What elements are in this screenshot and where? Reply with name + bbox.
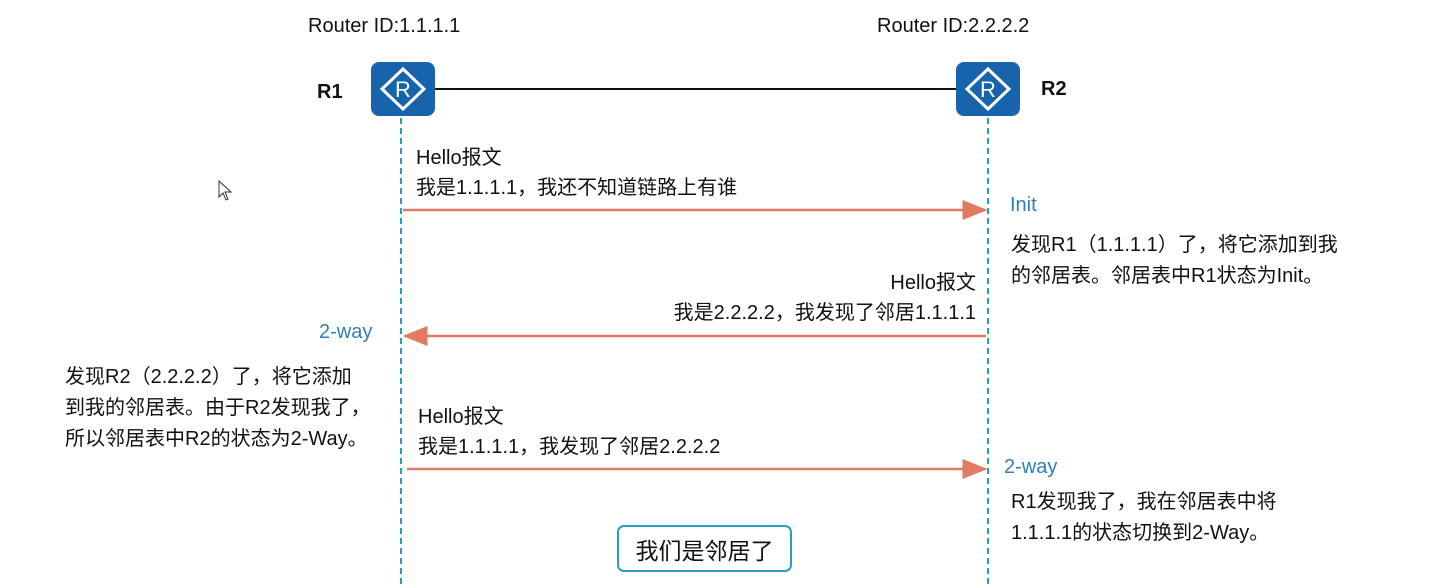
neighbor-conclusion-text: 我们是邻居了 (635, 537, 774, 564)
r1-router-icon: R (371, 62, 435, 116)
neighbor-conclusion-box: 我们是邻居了 (617, 525, 792, 572)
r2-init-note-line-1: 发现R1（1.1.1.1）了，将它添加到我 (1011, 234, 1338, 256)
r1-2way-note-line-2: 到我的邻居表。由于R2发现我了， (65, 397, 371, 419)
r2-2way-note-line-2: 1.1.1.1的状态切换到2-Way。 (1011, 522, 1270, 544)
hello-message-3-title: Hello报文 (418, 406, 504, 428)
r1-2way-note-line-3: 所以邻居表中R2的状态为2-Way。 (65, 428, 368, 450)
hello-message-2-title: Hello报文 (890, 272, 976, 294)
hello-message-3-body: 我是1.1.1.1，我发现了邻居2.2.2.2 (418, 436, 721, 458)
r1-label: R1 (317, 81, 343, 103)
r1-router-id: Router ID:1.1.1.1 (308, 15, 461, 37)
hello-message-2: Hello报文 我是2.2.2.2，我发现了邻居1.1.1.1 (674, 268, 976, 328)
r2-state-init: Init (1010, 194, 1037, 216)
cursor-icon (218, 179, 233, 201)
r2-init-note: 发现R1（1.1.1.1）了，将它添加到我 的邻居表。邻居表中R1状态为Init… (1011, 230, 1338, 292)
r2-router-id: Router ID:2.2.2.2 (877, 15, 1030, 37)
r2-label: R2 (1041, 78, 1067, 100)
svg-text:R: R (980, 77, 996, 102)
svg-text:R: R (395, 77, 411, 102)
r2-2way-note-line-1: R1发现我了，我在邻居表中将 (1011, 491, 1277, 513)
hello-message-3: Hello报文 我是1.1.1.1，我发现了邻居2.2.2.2 (418, 402, 720, 462)
hello-message-1-title: Hello报文 (416, 147, 502, 169)
hello-message-2-body: 我是2.2.2.2，我发现了邻居1.1.1.1 (673, 302, 976, 324)
r2-init-note-line-2: 的邻居表。邻居表中R1状态为Init。 (1011, 265, 1324, 287)
r2-2way-note: R1发现我了，我在邻居表中将 1.1.1.1的状态切换到2-Way。 (1011, 487, 1277, 549)
r2-state-2way: 2-way (1004, 456, 1058, 478)
r2-router-icon: R (956, 62, 1020, 116)
r1-2way-note: 发现R2（2.2.2.2）了，将它添加 到我的邻居表。由于R2发现我了， 所以邻… (65, 362, 371, 455)
hello-message-1: Hello报文 我是1.1.1.1，我还不知道链路上有谁 (416, 143, 737, 203)
r1-state-2way: 2-way (319, 321, 373, 343)
hello-message-1-body: 我是1.1.1.1，我还不知道链路上有谁 (416, 177, 738, 199)
r1-2way-note-line-1: 发现R2（2.2.2.2）了，将它添加 (65, 366, 352, 388)
